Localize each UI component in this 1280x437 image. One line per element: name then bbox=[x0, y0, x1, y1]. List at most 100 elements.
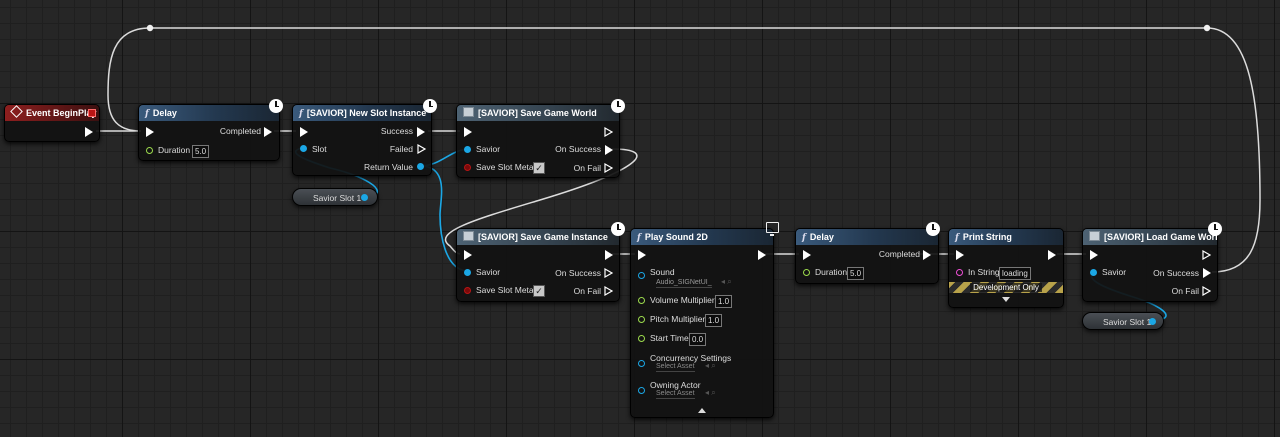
sound-asset-picker[interactable]: Audio_SIGNetUI_ bbox=[656, 279, 712, 288]
savior-pin[interactable] bbox=[464, 269, 471, 276]
event-beginplay-node[interactable]: Event BeginPlay bbox=[4, 104, 100, 142]
variable-out-pin[interactable] bbox=[361, 194, 368, 201]
collapse-arrow-icon[interactable] bbox=[698, 408, 706, 413]
new-slot-instance-node[interactable]: f[SAVIOR] New Slot Instance Success Slot… bbox=[292, 104, 432, 176]
in-string-input[interactable]: loading bbox=[999, 267, 1031, 280]
asset-browse-icon[interactable]: ◂ ⌕ bbox=[705, 361, 716, 370]
on-success-label: On Success bbox=[555, 144, 601, 154]
success-exec-pin[interactable] bbox=[417, 127, 425, 137]
expand-arrow-icon[interactable] bbox=[1002, 297, 1010, 302]
volume-pin[interactable] bbox=[638, 297, 645, 304]
completed-exec-pin[interactable] bbox=[264, 127, 272, 137]
duration-pin[interactable] bbox=[803, 269, 810, 276]
concurrency-asset-picker[interactable]: Select Asset bbox=[656, 363, 695, 372]
savior-pin[interactable] bbox=[464, 146, 471, 153]
savior-slot-variable-1[interactable]: Savior Slot 1 bbox=[292, 188, 378, 206]
asset-browse-icon[interactable]: ◂ ⌕ bbox=[705, 388, 716, 397]
variable-label: Savior Slot 1 bbox=[313, 193, 362, 203]
on-fail-exec-pin[interactable] bbox=[604, 163, 613, 173]
on-fail-label: On Fail bbox=[573, 286, 601, 296]
success-label: Success bbox=[380, 126, 413, 136]
slot-label: Slot bbox=[312, 144, 327, 154]
exec-in-pin[interactable] bbox=[464, 127, 472, 137]
save-slot-meta-pin[interactable] bbox=[464, 287, 471, 294]
function-icon: f bbox=[955, 233, 959, 243]
return-value-label: Return Value bbox=[364, 162, 413, 172]
in-string-label: In String bbox=[968, 267, 1000, 277]
then-exec-pin[interactable] bbox=[604, 127, 613, 137]
exec-in-pin[interactable] bbox=[146, 127, 154, 137]
owning-actor-asset-picker[interactable]: Select Asset bbox=[656, 390, 695, 399]
variable-out-pin[interactable] bbox=[1149, 318, 1156, 325]
savior-slot-variable-2[interactable]: Savior Slot 1 bbox=[1082, 312, 1164, 330]
load-world-title: [SAVIOR] Load Game World bbox=[1104, 232, 1217, 242]
on-fail-exec-pin[interactable] bbox=[604, 286, 613, 296]
exec-out-pin[interactable] bbox=[758, 250, 766, 260]
event-node-title: Event BeginPlay bbox=[26, 108, 97, 118]
save-slot-meta-checkbox[interactable]: ✓ bbox=[533, 162, 545, 174]
exec-out-pin[interactable] bbox=[85, 127, 93, 137]
start-time-input[interactable]: 0.0 bbox=[689, 333, 707, 346]
save-slot-meta-checkbox[interactable]: ✓ bbox=[533, 285, 545, 297]
exec-in-pin[interactable] bbox=[803, 250, 811, 260]
return-value-pin[interactable] bbox=[417, 163, 424, 170]
concurrency-pin[interactable] bbox=[638, 360, 645, 367]
duration-label: Duration bbox=[158, 145, 191, 155]
completed-label: Completed bbox=[219, 126, 261, 136]
savior-label: Savior bbox=[476, 144, 501, 154]
then-exec-pin[interactable] bbox=[1202, 250, 1211, 260]
start-time-label: Start Time bbox=[650, 333, 689, 343]
save-game-world-node[interactable]: [SAVIOR] Save Game World Savior On Succe… bbox=[456, 104, 620, 178]
start-time-pin[interactable] bbox=[638, 335, 645, 342]
exec-in-pin[interactable] bbox=[638, 250, 646, 260]
save-game-instance-node[interactable]: [SAVIOR] Save Game Instance Savior On Su… bbox=[456, 228, 620, 302]
sound-pin[interactable] bbox=[638, 272, 645, 279]
load-world-header: [SAVIOR] Load Game World bbox=[1083, 229, 1217, 245]
function-icon: f bbox=[299, 109, 303, 119]
load-game-world-node[interactable]: [SAVIOR] Load Game World Savior On Succe… bbox=[1082, 228, 1218, 302]
on-success-exec-pin[interactable] bbox=[605, 145, 613, 155]
play-sound-title: Play Sound 2D bbox=[644, 232, 708, 242]
exec-in-pin[interactable] bbox=[300, 127, 308, 137]
volume-input[interactable]: 1.0 bbox=[715, 295, 733, 308]
slot-pin[interactable] bbox=[300, 145, 307, 152]
save-instance-header: [SAVIOR] Save Game Instance bbox=[457, 229, 619, 245]
pitch-pin[interactable] bbox=[638, 316, 645, 323]
variable-label: Savior Slot 1 bbox=[1103, 317, 1152, 327]
asset-browse-icon[interactable]: ◂ ⌕ bbox=[721, 277, 732, 286]
duration-input[interactable]: 5.0 bbox=[847, 267, 865, 280]
pitch-input[interactable]: 1.0 bbox=[705, 314, 723, 327]
exec-out-pin[interactable] bbox=[1048, 250, 1056, 260]
owning-actor-pin[interactable] bbox=[638, 387, 645, 394]
save-slot-meta-pin[interactable] bbox=[464, 164, 471, 171]
on-success-exec-pin[interactable] bbox=[1203, 268, 1211, 278]
exec-in-pin[interactable] bbox=[956, 250, 964, 260]
on-fail-label: On Fail bbox=[1171, 286, 1199, 296]
exec-in-pin[interactable] bbox=[1090, 250, 1098, 260]
function-icon: f bbox=[637, 233, 641, 243]
function-icon: f bbox=[802, 233, 806, 243]
then-exec-pin[interactable] bbox=[605, 250, 613, 260]
in-string-pin[interactable] bbox=[956, 269, 963, 276]
concurrency-label: Concurrency Settings bbox=[650, 353, 732, 363]
duration-input[interactable]: 5.0 bbox=[192, 145, 210, 158]
pitch-label: Pitch Multiplier bbox=[650, 314, 706, 324]
latent-clock-icon bbox=[611, 99, 625, 113]
on-fail-exec-pin[interactable] bbox=[1202, 286, 1211, 296]
macro-icon bbox=[463, 231, 474, 241]
duration-pin[interactable] bbox=[146, 147, 153, 154]
completed-exec-pin[interactable] bbox=[923, 250, 931, 260]
save-slot-meta-label: Save Slot Meta bbox=[476, 285, 534, 295]
on-success-exec-pin[interactable] bbox=[604, 268, 613, 278]
savior-pin[interactable] bbox=[1090, 269, 1097, 276]
exec-in-pin[interactable] bbox=[464, 250, 472, 260]
delay-title: Delay bbox=[809, 232, 834, 242]
failed-exec-pin[interactable] bbox=[417, 144, 426, 154]
